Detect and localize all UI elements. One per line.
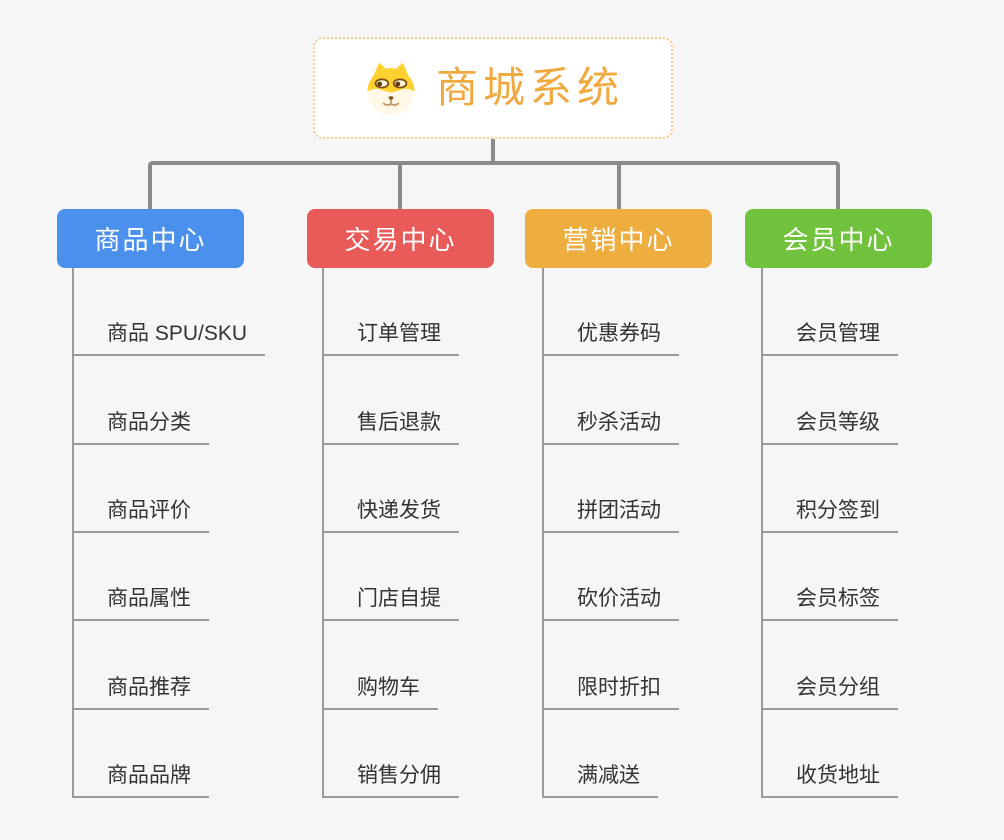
branch-children-member-center: 会员管理 会员等级 积分签到 会员标签 会员分组 收货地址: [761, 268, 898, 798]
leaf-label: 商品评价: [74, 494, 209, 533]
root-title: 商城系统: [435, 64, 624, 111]
leaf-label: 拼团活动: [544, 494, 679, 533]
branch-node-member-center[interactable]: 会员中心: [745, 209, 932, 268]
branch-children-trade-center: 订单管理 售后退款 快递发货 门店自提 购物车 销售分佣: [322, 268, 459, 798]
leaf-label: 积分签到: [763, 494, 898, 533]
leaf-label: 满减送: [544, 759, 658, 798]
leaf-label: 收货地址: [763, 759, 898, 798]
leaf-label: 会员分组: [763, 671, 898, 710]
leaf-label: 限时折扣: [544, 671, 679, 710]
leaf-label: 砍价活动: [544, 582, 679, 622]
leaf-label: 门店自提: [324, 582, 459, 622]
leaf-label: 商品 SPU/SKU: [74, 317, 266, 357]
leaf-label: 售后退款: [324, 406, 459, 445]
shiba-dog-icon: [367, 62, 415, 116]
leaf-label: 商品属性: [74, 582, 209, 622]
leaf-label: 秒杀活动: [544, 406, 679, 445]
leaf-label: 订单管理: [324, 317, 459, 357]
root-node[interactable]: 商城系统: [313, 37, 673, 139]
leaf-label: 销售分佣: [324, 759, 459, 798]
leaf-label: 购物车: [324, 671, 438, 710]
branch-node-trade-center[interactable]: 交易中心: [307, 209, 494, 268]
leaf-label: 会员标签: [763, 582, 898, 622]
leaf-label: 商品分类: [74, 406, 209, 445]
branch-children-marketing-center: 优惠券码 秒杀活动 拼团活动 砍价活动 限时折扣 满减送: [542, 268, 679, 798]
branch-children-product-center: 商品 SPU/SKU 商品分类 商品评价 商品属性 商品推荐 商品品牌: [72, 268, 266, 798]
branch-label: 营销中心: [562, 225, 675, 255]
leaf-label: 快递发货: [324, 494, 459, 533]
branch-label: 交易中心: [344, 225, 457, 255]
branch-label: 会员中心: [782, 225, 895, 255]
leaf-label: 优惠券码: [544, 317, 679, 357]
branch-node-marketing-center[interactable]: 营销中心: [525, 209, 712, 268]
leaf-label: 会员等级: [763, 406, 898, 445]
leaf-label: 商品推荐: [74, 671, 209, 710]
branch-label: 商品中心: [94, 225, 207, 255]
branch-node-product-center[interactable]: 商品中心: [57, 209, 244, 268]
leaf-label: 商品品牌: [74, 759, 209, 798]
leaf-label: 会员管理: [763, 317, 898, 357]
